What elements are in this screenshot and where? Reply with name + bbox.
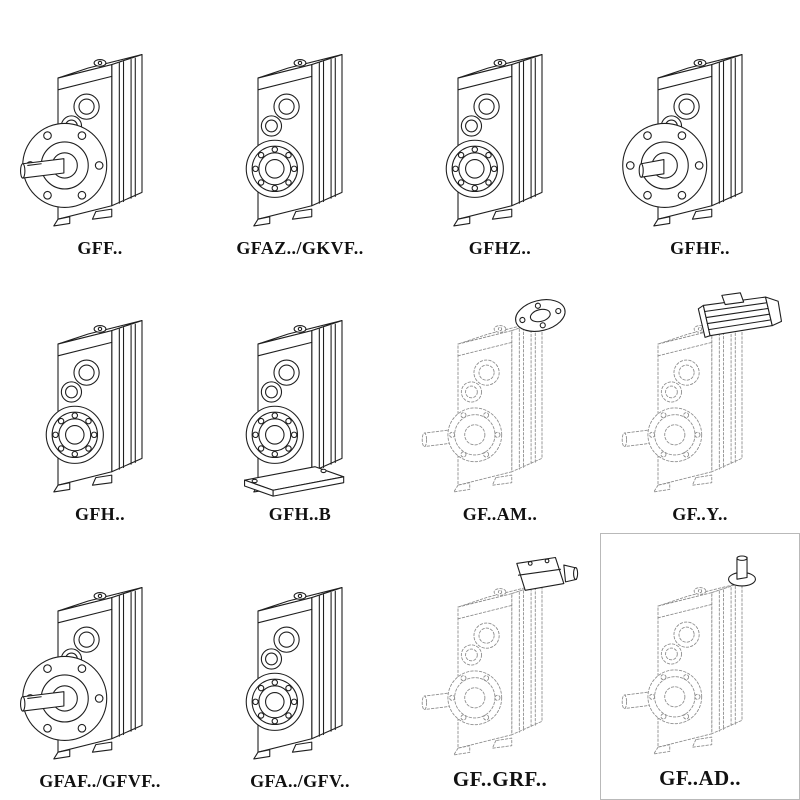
gearbox-drawing-motor-adapter xyxy=(412,292,588,502)
gearbox-drawing-flange-shaft xyxy=(12,26,188,236)
gearbox-drawing-hollow-base xyxy=(212,292,388,502)
gearbox-cell-gfaz-gkvf: GFAZ../GKVF.. xyxy=(200,0,400,267)
gearbox-model-label: GFHF.. xyxy=(670,237,730,258)
gearbox-model-label: GF..AD.. xyxy=(659,765,741,790)
gearbox-cell-gfaf-gfvf: GFAF../GFVF.. xyxy=(0,533,200,800)
gearbox-drawing-input-shaft xyxy=(612,554,788,764)
gearbox-drawing-hollow xyxy=(12,292,188,502)
gearbox-cell-gfh: GFH.. xyxy=(0,267,200,534)
gearbox-cell-gfhz: GFHZ.. xyxy=(400,0,600,267)
gearbox-cell-gfa-gfv: GFA../GFV.. xyxy=(200,533,400,800)
gearbox-cell-gfhf: GFHF.. xyxy=(600,0,800,267)
gearbox-model-label: GFHZ.. xyxy=(468,237,532,258)
gearbox-model-label: GF..GRF.. xyxy=(452,766,548,791)
gearbox-drawing-motor xyxy=(612,292,788,502)
gearbox-model-label: GFAZ../GKVF.. xyxy=(236,237,364,258)
gearbox-cell-gff: GFF.. xyxy=(0,0,200,267)
gearbox-drawing-hollow xyxy=(212,26,388,236)
gearbox-model-label: GF..AM.. xyxy=(462,504,538,525)
gearbox-drawing-hollow xyxy=(212,559,388,769)
gearbox-cell-gf-grf: GF..GRF.. xyxy=(400,533,600,800)
gearbox-model-label: GFAF../GFVF.. xyxy=(39,770,161,791)
gearbox-drawing-flange-shaft xyxy=(12,559,188,769)
gearbox-drawing-hollow xyxy=(412,26,588,236)
gearbox-model-label: GFH.. xyxy=(75,504,125,525)
gearbox-model-label: GFA../GFV.. xyxy=(250,770,350,791)
gearbox-model-label: GFH..B xyxy=(268,504,332,525)
gearbox-cell-gf-ad: GF..AD.. xyxy=(600,533,800,800)
gearbox-drawing-flange xyxy=(612,26,788,236)
gearbox-cell-gfh-b: GFH..B xyxy=(200,267,400,534)
gearbox-model-label: GF..Y.. xyxy=(672,504,728,525)
gearbox-cell-gf-am: GF..AM.. xyxy=(400,267,600,534)
gearbox-model-label: GFF.. xyxy=(77,237,123,258)
gearbox-cell-gf-y: GF..Y.. xyxy=(600,267,800,534)
gearbox-drawing-gear-adapter xyxy=(412,555,588,765)
